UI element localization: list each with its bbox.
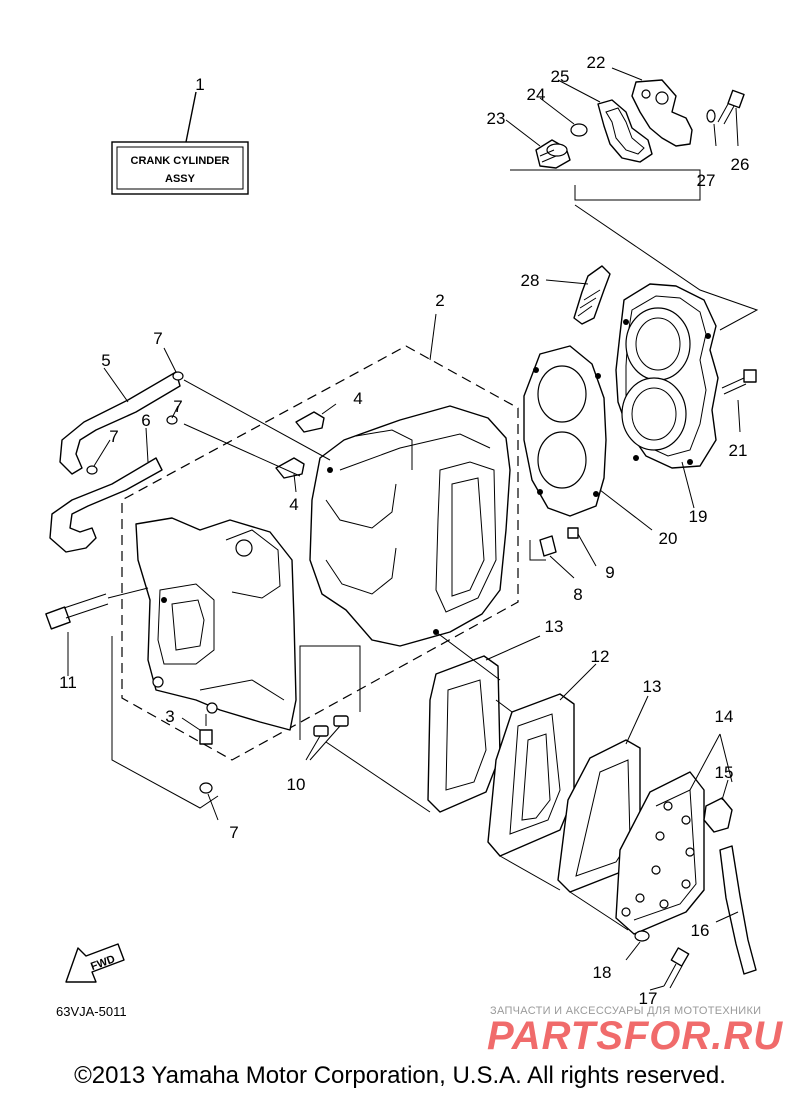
thermostat-ring [570, 123, 588, 137]
thermostat-cover-group [505, 67, 759, 331]
exhaust-connection-lines [325, 631, 629, 931]
tell-tale-hose [715, 845, 757, 975]
cover-washer [625, 930, 650, 961]
callout-7c: 7 [109, 427, 118, 446]
callout-24: 24 [527, 85, 546, 104]
short-bolt [181, 714, 213, 745]
callout-13b: 13 [643, 677, 662, 696]
head-bolt [721, 369, 757, 433]
callout-6: 6 [141, 411, 150, 430]
callout-21: 21 [729, 441, 748, 460]
callout-28: 28 [521, 271, 540, 290]
callout-8: 8 [573, 585, 582, 604]
thermostat [535, 139, 571, 169]
long-bolt [45, 587, 149, 676]
label-box-line2: ASSY [165, 173, 196, 185]
callout-11: 11 [59, 673, 77, 692]
crankcase-assembly-outline [121, 313, 519, 761]
head-gasket [523, 345, 653, 531]
nipples [275, 403, 337, 493]
hose-clips [86, 347, 219, 821]
watermark-tagline: ЗАПЧАСТИ И АКСЕССУАРЫ ДЛЯ МОТОТЕХНИКИ [490, 1005, 762, 1017]
callout-17: 17 [639, 989, 658, 1008]
diagram-code: 63VJA-5011 [56, 1004, 127, 1019]
bolt [717, 89, 745, 125]
dowel-pins [299, 645, 361, 761]
callout-7d: 7 [229, 823, 238, 842]
spark-plug [545, 265, 611, 325]
callout-27: 27 [697, 171, 716, 190]
callout-18: 18 [593, 963, 612, 982]
callout-10: 10 [287, 775, 306, 794]
callout-numbers: 1 2 3 4 4 5 6 7 7 7 7 8 9 10 11 12 13 13… [59, 53, 749, 1008]
callout-7a: 7 [153, 329, 162, 348]
callout-13a: 13 [545, 617, 564, 636]
thermostat-gasket [597, 99, 653, 163]
exhaust-inner-cover [487, 663, 597, 857]
copyright-notice: ©2013 Yamaha Motor Corporation, U.S.A. A… [74, 1062, 726, 1089]
water-hose-upper [59, 367, 181, 475]
outlet-fitting [703, 779, 733, 833]
callout-15: 15 [715, 763, 734, 782]
cylinder-block [309, 405, 511, 647]
washer [706, 109, 716, 123]
assembly-label-box: CRANK CYLINDER ASSY [111, 91, 249, 195]
exhaust-outer-cover [615, 733, 733, 935]
cylinder-head [615, 283, 719, 509]
callout-5: 5 [101, 351, 110, 370]
assembly-leader-lines [111, 379, 331, 809]
callout-1: 1 [195, 75, 204, 94]
callout-4b: 4 [289, 495, 298, 514]
callout-26: 26 [731, 155, 750, 174]
exhaust-inner-gasket [427, 635, 541, 813]
callout-14: 14 [715, 707, 734, 726]
callout-3: 3 [165, 707, 174, 726]
callout-9: 9 [605, 563, 614, 582]
forward-arrow: FWD [65, 943, 125, 983]
callout-16: 16 [691, 921, 710, 940]
cover-bolt [649, 947, 690, 991]
label-box-line1: CRANK CYLINDER [131, 155, 230, 167]
callout-2: 2 [435, 291, 444, 310]
callout-4a: 4 [353, 389, 362, 408]
clamp-and-bolt [529, 527, 597, 579]
callout-25: 25 [551, 67, 570, 86]
callout-19: 19 [689, 507, 708, 526]
callout-23: 23 [487, 109, 506, 128]
callout-12: 12 [591, 647, 610, 666]
callout-22: 22 [587, 53, 606, 72]
crankcase [135, 517, 297, 731]
water-hose-lower [49, 427, 163, 553]
watermark-brand: PARTSFOR.RU [487, 1014, 784, 1058]
callout-7b: 7 [173, 397, 182, 416]
callout-20: 20 [659, 529, 678, 548]
